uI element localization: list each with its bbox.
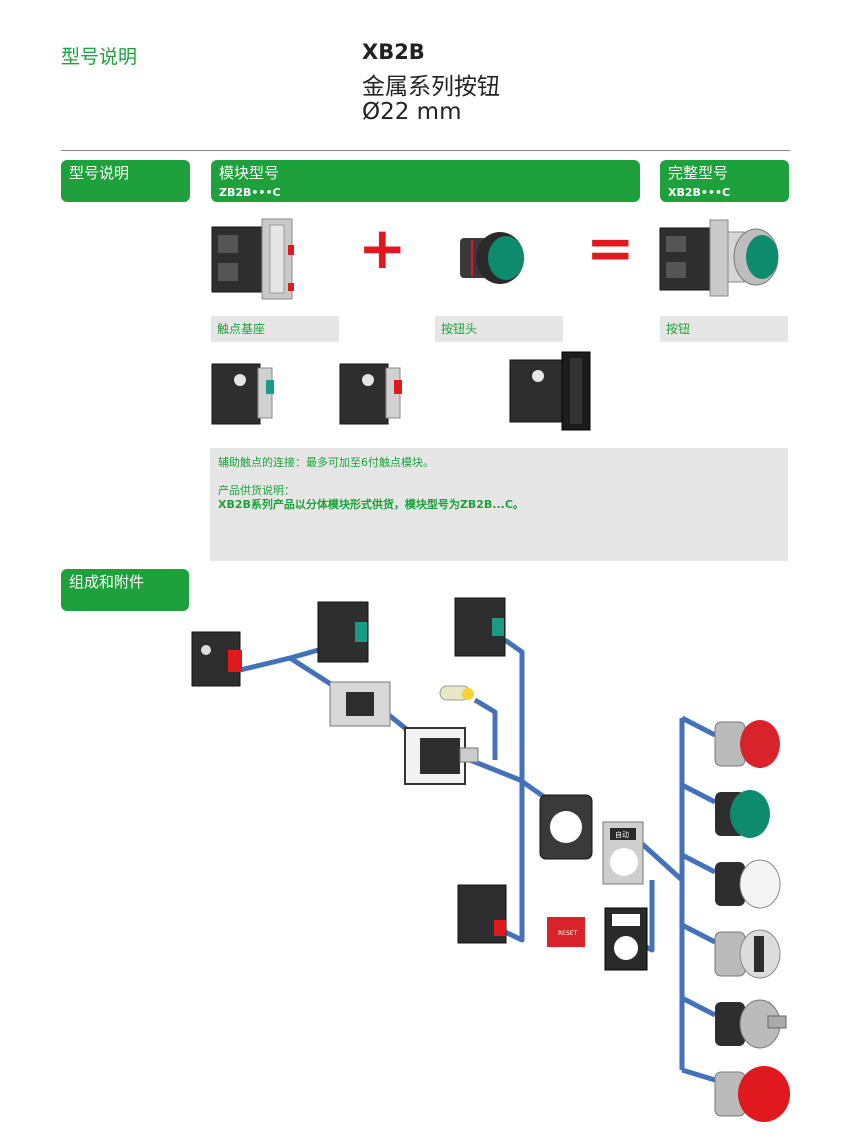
- legend-holder: 自动: [602, 821, 644, 885]
- equals-symbol: =: [586, 214, 635, 282]
- contact-block-left: [191, 631, 242, 687]
- contact-block-top: [317, 601, 369, 663]
- note-line-3: XB2B系列产品以分体模块形式供货，模块型号为ZB2B...C。: [218, 498, 524, 511]
- contact-module-image-3: [509, 351, 591, 431]
- push-button-red: [714, 720, 780, 768]
- light-block: [454, 597, 506, 657]
- accessories-diagram: 自动 RESET: [191, 597, 790, 1122]
- complete-model-title: 完整型号: [668, 164, 729, 182]
- header-diameter: Ø22 mm: [362, 99, 462, 125]
- complete-model-tag: 完整型号 XB2B•••C: [660, 160, 789, 202]
- button-head-image: [460, 232, 524, 284]
- reset-label: RESET: [558, 930, 578, 937]
- header-divider: [61, 150, 790, 151]
- lamp-bulb: [439, 685, 474, 701]
- contact-base-image: [211, 218, 294, 300]
- selector-switch: [714, 929, 781, 979]
- push-button-white: [715, 859, 781, 909]
- accessories-section-tag-label: 组成和附件: [69, 573, 145, 591]
- note-line-2: 产品供货说明：: [218, 484, 295, 497]
- emergency-stop-button: [714, 1066, 790, 1122]
- contact-module-image-1: [211, 363, 274, 425]
- info-note: 辅助触点的连接：最多可加至6付触点模块。 产品供货说明： XB2B系列产品以分体…: [210, 448, 788, 561]
- header-section-label: 型号说明: [61, 46, 138, 68]
- connector-lines: [239, 637, 717, 1083]
- header-model: XB2B: [362, 40, 425, 64]
- reset-plate: RESET: [547, 917, 585, 947]
- model-section-tag: 型号说明: [61, 160, 190, 202]
- mounting-ring: [539, 794, 593, 860]
- body-fixing-collar: [404, 727, 479, 785]
- complete-model-code: XB2B•••C: [668, 186, 731, 199]
- caption-button-head: 按钮头: [435, 316, 563, 342]
- legend-label: 自动: [615, 830, 629, 839]
- contact-module-image-2: [339, 363, 402, 425]
- key-switch: [715, 999, 787, 1049]
- model-section-tag-label: 型号说明: [69, 164, 130, 182]
- caption-button: 按钮: [660, 316, 788, 342]
- complete-button-image: [659, 219, 779, 297]
- header-subtitle: 金属系列按钮: [362, 74, 500, 100]
- push-button-green: [715, 790, 770, 838]
- mounting-collar: [329, 681, 391, 727]
- note-line-1: 辅助触点的连接：最多可加至6付触点模块。: [218, 456, 434, 469]
- module-model-title: 模块型号: [219, 164, 280, 182]
- caption-contact-base: 触点基座: [211, 316, 339, 342]
- legend-plate: [604, 907, 648, 971]
- module-model-code: ZB2B•••C: [219, 186, 281, 199]
- module-model-tag: 模块型号 ZB2B•••C: [211, 160, 640, 202]
- accessories-section-tag: 组成和附件: [61, 569, 189, 611]
- plus-symbol: +: [358, 214, 407, 282]
- contact-block-bottom: [457, 884, 507, 944]
